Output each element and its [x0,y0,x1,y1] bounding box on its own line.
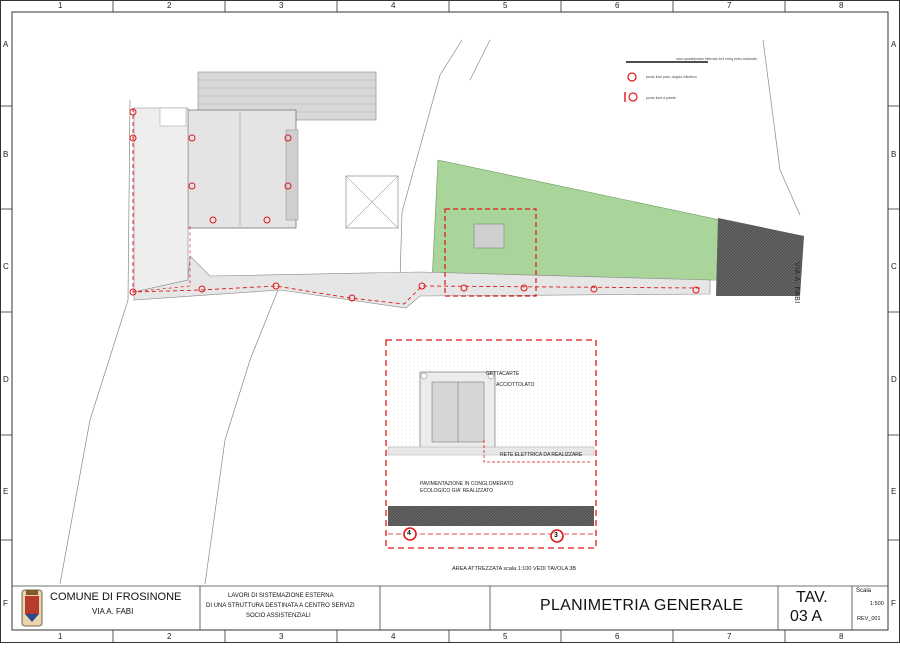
grid-col-4-bottom: 4 [391,632,396,641]
grid-row-f-right: F [891,599,896,608]
grid-row-c-right: C [891,262,897,271]
project-description-3: SOCIO ASSISTENZIALI [246,613,311,619]
grid-col-7: 7 [727,1,732,10]
grid-row-e-right: E [891,487,897,496]
grid-col-2: 2 [167,1,172,10]
grid-col-8: 8 [839,1,844,10]
legend-single-icon [627,72,637,82]
detail-paving-label-2: ECOLOGICO GIA' REALIZZATO [420,488,494,494]
drawing-title: PLANIMETRIA GENERALE [540,597,744,614]
street-label: VIA A. FABI [793,262,800,304]
light-points [129,108,700,302]
scale-value: 1:500 [870,601,884,607]
area-highlight [444,208,537,297]
grid-row-b: B [3,150,9,159]
marker-3 [550,529,564,543]
sheet-number: 03 A [790,608,823,625]
grid-row-a-right: A [891,40,897,49]
left-walkway [133,107,189,293]
grid-row-d: D [3,375,9,384]
grid-col-3-bottom: 3 [279,632,284,641]
inner-border [11,11,889,631]
municipality-name: COMUNE DI FROSINONE [50,591,182,603]
grid-col-5-bottom: 5 [503,632,508,641]
project-description-2: DI UNA STRUTTURA DESTINATA A CENTRO SERV… [206,603,355,609]
marker-3-label: 3 [554,532,558,539]
grid-col-1: 1 [58,1,63,10]
grid-col-7-bottom: 7 [727,632,732,641]
grid-col-6-bottom: 6 [615,632,620,641]
legend-double-icon [628,92,638,102]
grid-col-2-bottom: 2 [167,632,172,641]
detail-caption: AREA ATTREZZATA scala 1:100 VEDI TAVOLA … [452,566,577,572]
grid-col-5: 5 [503,1,508,10]
grid-row-b-right: B [891,150,897,159]
project-description-1: LAVORI DI SISTEMAZIONE ESTERNA [228,593,334,599]
scale-label: Scala [856,588,872,594]
building [187,109,297,229]
grid-col-3: 3 [279,1,284,10]
grid-row-f: F [3,599,8,608]
marker-4-label: 4 [407,530,411,537]
title-block-frame [12,585,888,630]
detail-gettacarte-label: GETTACARTE [486,371,520,377]
legend-double-label: punto luce a parete [646,96,676,100]
detail-paving-label-1: PAVIMENTAZIONE IN CONGLOMERATO [420,481,514,487]
grid-col-8-bottom: 8 [839,632,844,641]
main-walkway [133,255,711,309]
revision-label: REV_001 [857,616,881,622]
detail-acciottolato-label: ACCIOTTOLATO [496,382,535,388]
grid-row-a: A [3,40,9,49]
grid-row-e: E [3,487,9,496]
grid-col-4: 4 [391,1,396,10]
grid-row-d-right: D [891,375,897,384]
sheet-label: TAV. [796,589,828,606]
grid-row-c: C [3,262,9,271]
detail-rete-label: RETE ELETTRICA DA REALIZZARE [500,452,583,458]
municipality-address: VIA A. FABI [92,607,134,616]
marker-4 [403,527,417,541]
legend-line-label: cavo quadripolare interrato 4x4 mmq entr… [676,57,757,61]
void-square [345,175,399,229]
legend-single-label: punto luce palo, doppio cilindrico [646,75,697,79]
crest-icon [21,589,43,627]
green-area [431,159,721,283]
grid-col-6: 6 [615,1,620,10]
cable-route [132,108,701,305]
grid-col-1-bottom: 1 [58,632,63,641]
